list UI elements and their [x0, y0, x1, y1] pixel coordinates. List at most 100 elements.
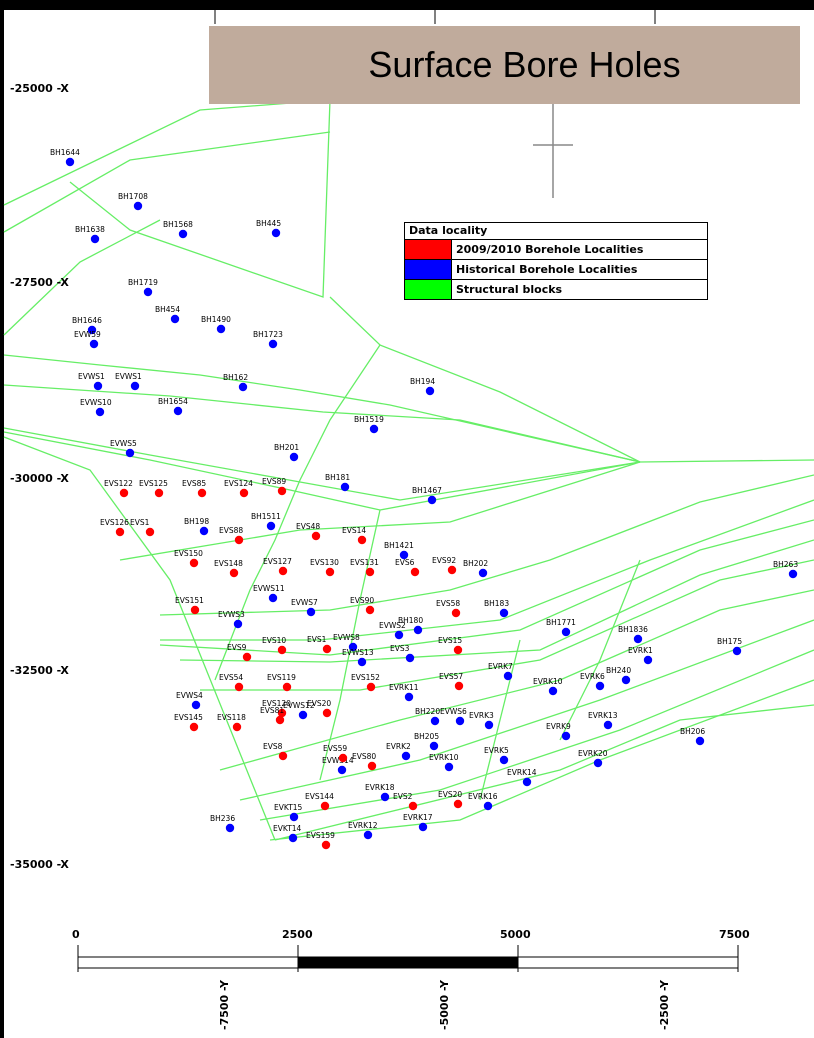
recent-borehole-marker — [189, 722, 199, 732]
legend-swatch-recent — [405, 240, 452, 259]
historical-borehole-marker — [595, 681, 605, 691]
historical-borehole-marker — [90, 234, 100, 244]
historical-borehole-marker — [399, 550, 409, 560]
legend-swatch-historical — [405, 260, 452, 279]
structural-blocks — [3, 99, 814, 841]
historical-borehole-marker — [522, 777, 532, 787]
historical-borehole-label: EVWS12 — [283, 701, 315, 710]
recent-borehole-marker — [234, 682, 244, 692]
recent-borehole-label: EVS127 — [263, 557, 292, 566]
historical-borehole-marker — [225, 823, 235, 833]
recent-borehole-marker — [277, 645, 287, 655]
historical-borehole-label: EVKT15 — [274, 803, 303, 812]
historical-borehole-marker — [268, 339, 278, 349]
recent-borehole-marker — [322, 708, 332, 718]
recent-borehole-label: EVS14 — [342, 526, 366, 535]
historical-borehole-label: BH1568 — [163, 220, 193, 229]
historical-borehole-label: BH205 — [414, 732, 439, 741]
historical-borehole-marker — [289, 812, 299, 822]
recent-borehole-marker — [282, 682, 292, 692]
historical-borehole-label: EVWS14 — [322, 756, 354, 765]
historical-borehole-label: EVRK17 — [403, 813, 433, 822]
recent-borehole-marker — [367, 761, 377, 771]
historical-borehole-label: EVWS4 — [176, 691, 203, 700]
historical-borehole-marker — [427, 495, 437, 505]
historical-borehole-marker — [357, 657, 367, 667]
recent-borehole-marker — [322, 644, 332, 654]
historical-borehole-marker — [484, 720, 494, 730]
recent-borehole-marker — [277, 486, 287, 496]
historical-borehole-marker — [65, 157, 75, 167]
historical-borehole-label: BH1836 — [618, 625, 648, 634]
historical-borehole-label: EVWS11 — [253, 584, 285, 593]
historical-borehole-marker — [499, 755, 509, 765]
recent-borehole-marker — [197, 488, 207, 498]
historical-borehole-marker — [95, 407, 105, 417]
recent-borehole-label: EVS124 — [224, 479, 253, 488]
historical-borehole-marker — [561, 627, 571, 637]
x-axis-label: -2500 -Y — [658, 980, 671, 1030]
historical-borehole-label: EVRK1 — [628, 646, 653, 655]
historical-borehole-marker — [238, 382, 248, 392]
historical-borehole-marker — [788, 569, 798, 579]
historical-borehole-marker — [199, 526, 209, 536]
historical-borehole-label: BH202 — [463, 559, 488, 568]
recent-borehole-label: EVS15 — [438, 636, 462, 645]
historical-borehole-label: BH454 — [155, 305, 180, 314]
recent-borehole-label: EVS20 — [307, 699, 331, 708]
historical-borehole-label: EVRK20 — [578, 749, 608, 758]
historical-borehole-marker — [404, 692, 414, 702]
recent-borehole-label: EVS1 — [130, 518, 150, 527]
legend-title: Data locality — [405, 223, 707, 240]
historical-borehole-label: EVRK3 — [469, 711, 494, 720]
legend-label: Historical Borehole Localities — [456, 263, 638, 276]
historical-borehole-label: EVRK16 — [468, 792, 498, 801]
historical-borehole-marker — [603, 720, 613, 730]
historical-borehole-marker — [430, 716, 440, 726]
historical-borehole-label: EVWS8 — [333, 633, 360, 642]
historical-borehole-marker — [401, 751, 411, 761]
recent-borehole-marker — [311, 531, 321, 541]
legend-label: Structural blocks — [456, 283, 563, 296]
recent-borehole-label: EVS144 — [305, 792, 334, 801]
historical-borehole-label: EVRK7 — [488, 662, 513, 671]
historical-borehole-label: BH220 — [415, 707, 440, 716]
historical-borehole-marker — [483, 801, 493, 811]
recent-borehole-label: EVS57 — [439, 672, 463, 681]
historical-borehole-marker — [191, 700, 201, 710]
historical-borehole-marker — [561, 731, 571, 741]
recent-borehole-label: EVS118 — [217, 713, 246, 722]
y-axis-label: -25000 -X — [10, 82, 69, 95]
recent-borehole-marker — [275, 715, 285, 725]
recent-borehole-marker — [234, 535, 244, 545]
historical-borehole-label: BH1638 — [75, 225, 105, 234]
recent-borehole-label: EVS59 — [323, 744, 347, 753]
historical-borehole-marker — [732, 646, 742, 656]
recent-borehole-label: EVS81 — [260, 706, 284, 715]
recent-borehole-label: EVS90 — [350, 596, 374, 605]
historical-borehole-label: EVWS3 — [218, 610, 245, 619]
historical-borehole-marker — [348, 642, 358, 652]
recent-borehole-label: EVS145 — [174, 713, 203, 722]
historical-borehole-marker — [266, 521, 276, 531]
scale-label: 0 — [72, 928, 80, 941]
recent-borehole-label: EVS6 — [395, 558, 415, 567]
historical-borehole-marker — [394, 630, 404, 640]
left-border — [0, 0, 4, 1038]
historical-borehole-label: BH1421 — [384, 541, 414, 550]
x-axis-label: -7500 -Y — [218, 980, 231, 1030]
top-ticks — [214, 10, 656, 24]
historical-borehole-label: BH198 — [184, 517, 209, 526]
historical-borehole-label: EVW59 — [74, 330, 101, 339]
legend-label: 2009/2010 Borehole Localities — [456, 243, 644, 256]
historical-borehole-label: BH236 — [210, 814, 235, 823]
historical-borehole-label: EVWS5 — [110, 439, 137, 448]
historical-borehole-marker — [289, 452, 299, 462]
recent-borehole-marker — [338, 753, 348, 763]
historical-borehole-marker — [93, 381, 103, 391]
historical-borehole-marker — [340, 482, 350, 492]
legend-item: Structural blocks — [405, 280, 707, 299]
recent-borehole-label: EVS130 — [310, 558, 339, 567]
